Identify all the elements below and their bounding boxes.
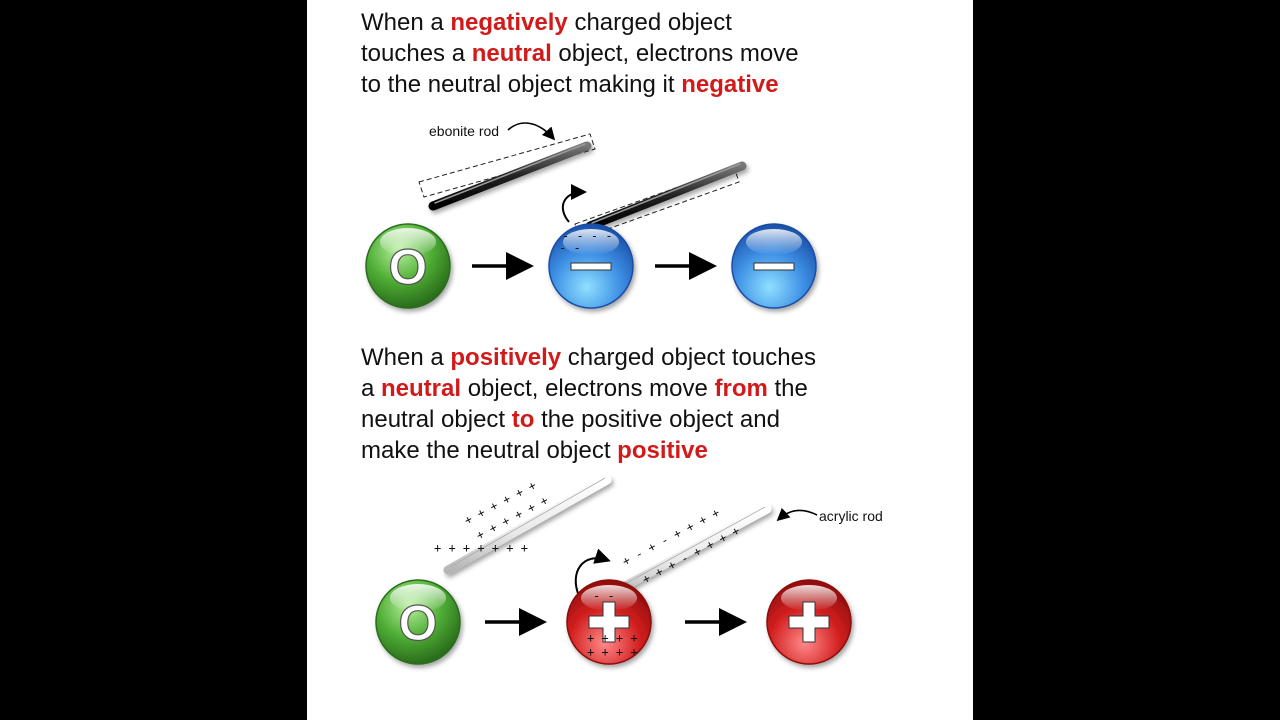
highlighted-word: neutral — [381, 375, 462, 402]
text-segment: object, electrons move — [551, 40, 799, 67]
neutral-symbol-bottom: O — [399, 595, 438, 651]
text-line: When a negatively charged object — [361, 7, 921, 38]
electron-marks-middle: - - - - — [562, 229, 613, 243]
acrylic-rod-pointer-arrow — [776, 507, 818, 522]
acrylic-rod-touching — [598, 504, 772, 603]
text-line: neutral object to the positive object an… — [361, 404, 961, 435]
ebonite-rod-pointer-arrow — [507, 122, 556, 141]
text-segment: touches a — [361, 40, 472, 67]
positive-marks-sphere-2: + + + + — [587, 645, 638, 659]
highlighted-word: neutral — [471, 40, 552, 67]
text-segment: neutral object — [361, 406, 512, 433]
electron-marks-sphere: - - — [593, 589, 615, 603]
highlighted-word: positive — [617, 437, 708, 464]
electron-marks-middle-2: - - — [559, 241, 581, 255]
text-line: When a positively charged object touches — [361, 342, 961, 373]
text-segment: When a — [361, 9, 451, 36]
highlighted-word: negatively — [450, 9, 568, 36]
text-segment: make the neutral object — [361, 437, 618, 464]
highlighted-word: to — [511, 406, 535, 433]
positive-symbol-final — [788, 601, 830, 643]
text-segment: When a — [361, 344, 451, 371]
positive-marks-sphere: + + + + — [587, 631, 638, 645]
text-segment: a — [361, 375, 382, 402]
acrylic-rod-left — [443, 475, 612, 575]
text-line: touches a neutral object, electrons move — [361, 38, 921, 69]
text-segment: charged object touches — [561, 344, 816, 371]
text-line: make the neutral object positive — [361, 435, 961, 466]
highlighted-word: positively — [450, 344, 562, 371]
text-line: a neutral object, electrons move from th… — [361, 373, 961, 404]
text-segment: to the neutral object making it — [361, 71, 682, 98]
text-line: to the neutral object making it negative — [361, 69, 921, 100]
text-segment: charged object — [567, 9, 732, 36]
neutral-sphere-bottom — [375, 579, 461, 665]
neutral-sphere-top — [365, 223, 451, 309]
text-segment: object, electrons move — [461, 375, 715, 402]
positive-charging-text: When a positively charged object touches… — [361, 342, 961, 466]
text-segment: the — [767, 375, 808, 402]
positive-marks-rod-left: + + + + + + + — [434, 541, 528, 555]
ebonite-rod-left — [418, 133, 596, 211]
charging-diagram: ebonite rod O - - - - - - — [365, 122, 883, 665]
highlighted-word: negative — [681, 71, 779, 98]
ebonite-rod-touching — [574, 161, 747, 240]
highlighted-word: from — [714, 375, 768, 402]
ebonite-rod-label: ebonite rod — [429, 123, 499, 139]
text-segment: the positive object and — [534, 406, 780, 433]
acrylic-rod-label: acrylic rod — [819, 508, 883, 524]
positive-symbol-middle — [588, 601, 630, 643]
electron-transfer-arrow-bottom — [574, 548, 611, 597]
negative-symbol-middle — [570, 262, 612, 271]
electron-transfer-arrow-top — [561, 184, 587, 223]
negative-symbol-final — [753, 262, 795, 271]
neutral-symbol: O — [389, 239, 428, 295]
